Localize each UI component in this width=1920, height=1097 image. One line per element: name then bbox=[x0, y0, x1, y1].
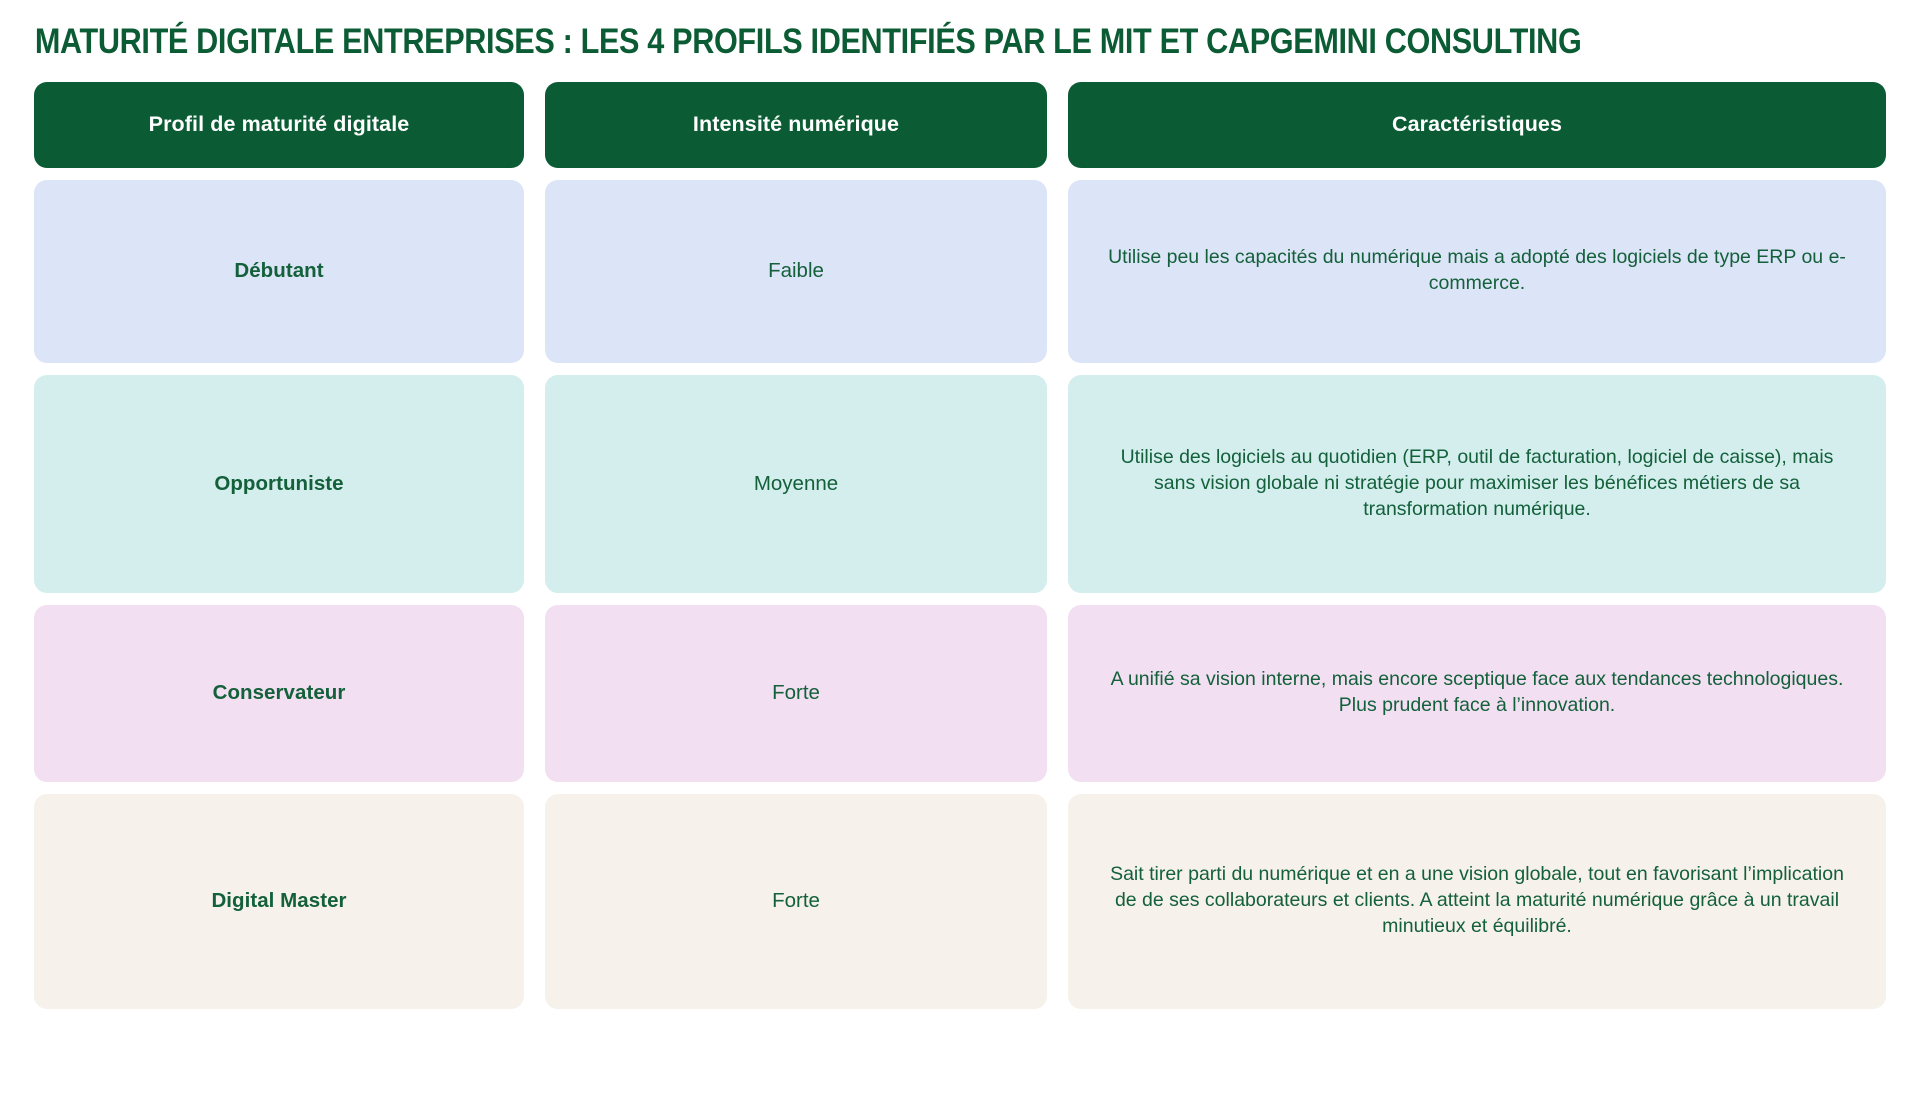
cell-profile-conservateur: Conservateur bbox=[34, 604, 524, 782]
column-header-profile: Profil de maturité digitale bbox=[34, 81, 524, 168]
cell-characteristics-conservateur: A unifié sa vision interne, mais encore … bbox=[1068, 604, 1886, 782]
cell-intensity-conservateur: Forte bbox=[545, 604, 1047, 782]
cell-characteristics-opportuniste: Utilise des logiciels au quotidien (ERP,… bbox=[1068, 374, 1886, 593]
cell-intensity-debutant: Faible bbox=[545, 179, 1047, 363]
cell-profile-digital-master: Digital Master bbox=[34, 793, 524, 1009]
table-row: Digital Master Forte Sait tirer parti du… bbox=[34, 793, 1886, 1009]
table-header-row: Profil de maturité digitale Intensité nu… bbox=[34, 81, 1886, 168]
cell-characteristics-digital-master: Sait tirer parti du numérique et en a un… bbox=[1068, 793, 1886, 1009]
maturity-profiles-table: Profil de maturité digitale Intensité nu… bbox=[34, 81, 1886, 1009]
column-header-intensity: Intensité numérique bbox=[545, 81, 1047, 168]
cell-intensity-opportuniste: Moyenne bbox=[545, 374, 1047, 593]
cell-intensity-digital-master: Forte bbox=[545, 793, 1047, 1009]
page-title: MATURITÉ DIGITALE ENTREPRISES : LES 4 PR… bbox=[34, 22, 1582, 61]
cell-profile-opportuniste: Opportuniste bbox=[34, 374, 524, 593]
column-header-characteristics: Caractéristiques bbox=[1068, 81, 1886, 168]
table-row: Opportuniste Moyenne Utilise des logicie… bbox=[34, 374, 1886, 593]
cell-characteristics-debutant: Utilise peu les capacités du numérique m… bbox=[1068, 179, 1886, 363]
cell-profile-debutant: Débutant bbox=[34, 179, 524, 363]
table-row: Débutant Faible Utilise peu les capacité… bbox=[34, 179, 1886, 363]
table-row: Conservateur Forte A unifié sa vision in… bbox=[34, 604, 1886, 782]
